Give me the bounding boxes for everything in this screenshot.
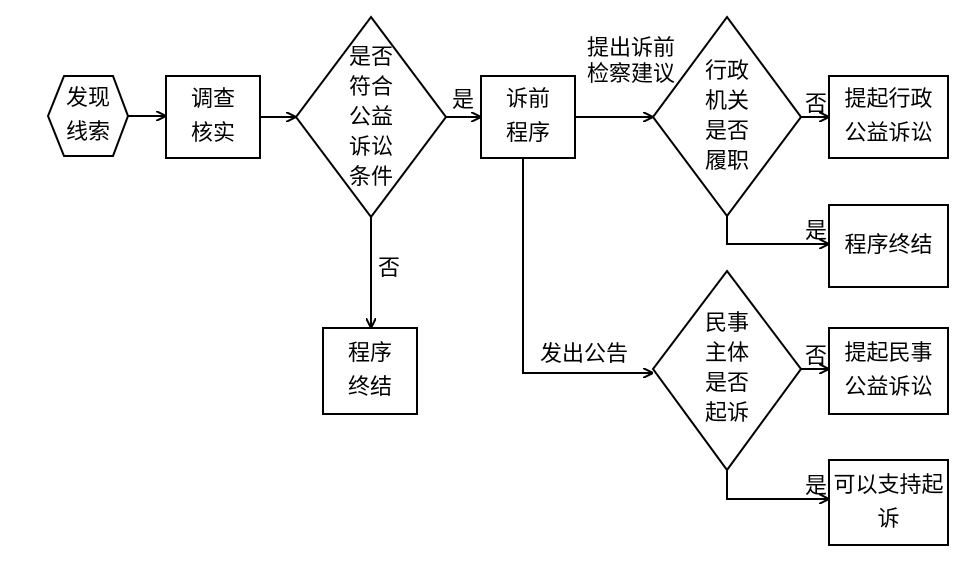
edge-label-public-notice: 发出公告 bbox=[540, 342, 629, 367]
start-hexagon bbox=[46, 75, 130, 157]
edge-label-admin-yes: 是 bbox=[805, 219, 828, 244]
edge-label-admin-no: 否 bbox=[805, 92, 828, 117]
public-interest-decision-label: 是否 符合 公益 诉讼 条件 bbox=[348, 45, 393, 190]
admin-decision-label: 行政 机关 是否 履职 bbox=[704, 59, 749, 174]
end-box-1 bbox=[322, 327, 418, 415]
admin-lawsuit-label: 提起行政 公益诉讼 bbox=[844, 87, 933, 146]
end-1-label: 程序 终结 bbox=[347, 341, 392, 400]
edge-label-prosecutorial-suggestion: 提出诉前 检察建议 bbox=[587, 36, 676, 87]
arrow-civil-yes bbox=[726, 470, 827, 499]
arrow-pre-litigation-to-civil bbox=[522, 158, 651, 373]
support-lawsuit-label: 可以支持起 诉 bbox=[833, 472, 944, 532]
start-label: 发现 线索 bbox=[65, 86, 110, 145]
edge-label-yes: 是 bbox=[452, 88, 475, 113]
civil-lawsuit-label: 提起民事 公益诉讼 bbox=[844, 341, 933, 400]
support-lawsuit-box bbox=[828, 459, 949, 546]
admin-lawsuit-box bbox=[828, 75, 949, 159]
edge-label-civil-yes: 是 bbox=[805, 474, 828, 499]
edge-label-no: 否 bbox=[378, 256, 401, 281]
edge-label-civil-no: 否 bbox=[805, 344, 828, 369]
civil-decision-label: 民事 主体 是否 起诉 bbox=[704, 311, 749, 426]
arrow-admin-yes bbox=[726, 216, 827, 244]
pre-litigation-label: 诉前 程序 bbox=[505, 87, 550, 146]
end-box-2 bbox=[828, 204, 949, 288]
civil-lawsuit-box bbox=[828, 327, 949, 415]
end-2-label: 程序终结 bbox=[844, 233, 933, 258]
investigate-label: 调查 核实 bbox=[190, 87, 235, 146]
